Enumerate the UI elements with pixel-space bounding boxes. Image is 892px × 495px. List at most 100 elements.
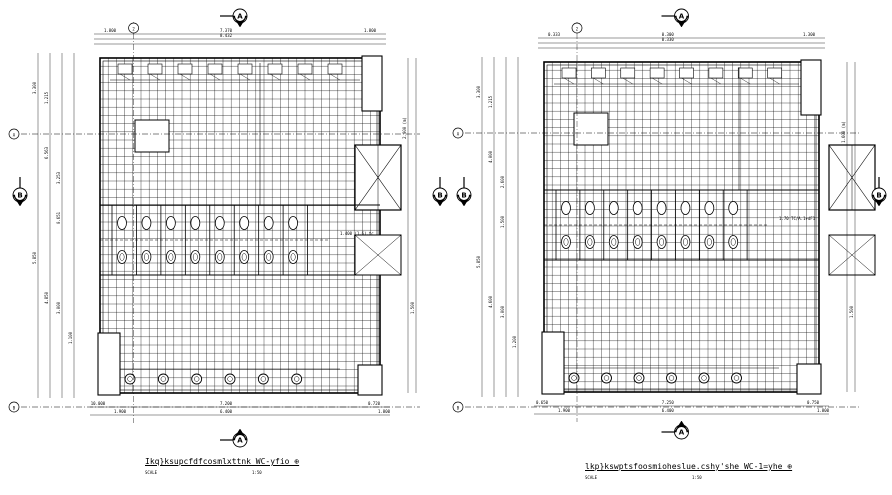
toilet-upper [141, 216, 152, 230]
toilet-upper [214, 216, 225, 230]
top-fixture [767, 67, 782, 79]
toilet-lower [656, 235, 667, 249]
left-dimension-label: 3.253 [56, 171, 61, 184]
top-fixture [117, 63, 133, 75]
grid-bubble-B [8, 401, 20, 413]
left-plan-caption: Ikq}ksupcfdfcosmlxttnk WC-yfio ⊕ [145, 457, 300, 466]
right-section-mark-left-face [459, 190, 469, 200]
left-section-mark-bottom-label: A [237, 437, 243, 445]
toilet-bowl [587, 238, 593, 246]
bottom-dimension-label: 7.200 [220, 401, 233, 406]
toilet-lower [608, 235, 619, 249]
left-dimension-label: 6.563 [44, 146, 49, 159]
bottom-dimension-label: 7.250 [662, 400, 675, 405]
right-section-mark-bottom-face [676, 427, 687, 437]
toilet-upper [704, 201, 715, 215]
floor-basin [731, 372, 742, 384]
toilet-bowl [730, 238, 736, 246]
shaft-cross [828, 234, 876, 276]
right-recess-top-right [800, 59, 822, 116]
top-fixture [237, 63, 253, 75]
left-section-mark-top-label: A [237, 13, 243, 21]
top-fixture [649, 67, 665, 79]
grid-label-A: A [13, 133, 16, 138]
top-fixture [591, 67, 606, 79]
top-dimension-label: 8.432 [220, 33, 233, 38]
top-fixture [327, 63, 343, 75]
toilet-upper [728, 201, 739, 215]
grid-bubble-2 [571, 22, 583, 34]
floor-basin [124, 373, 136, 385]
right-plan-scale-value: 1:50 [692, 475, 702, 480]
floor-basin-inner [160, 376, 166, 382]
toilet-bowl [143, 253, 149, 261]
right-recess-bottom-left [541, 331, 565, 395]
toilet-bowl [563, 238, 569, 246]
grid-label-B: B [13, 406, 16, 411]
right-section-mark-right-label: B [876, 192, 881, 200]
left-dimension-label: 4.600 [488, 295, 493, 308]
note-label: 2.000 (m) [402, 117, 407, 139]
grid-label-2: 2 [132, 27, 135, 32]
floor-basin [291, 373, 303, 385]
toilet-upper [117, 216, 127, 230]
bottom-dimension-label: 0.650 [536, 400, 549, 405]
fixture-link [652, 77, 663, 85]
toilet-upper [608, 201, 619, 215]
top-dimension-label: 1.800 [104, 28, 117, 33]
left-plan-scale-word: SCALE [145, 470, 158, 475]
left-section-mark-left-face [15, 190, 25, 200]
left-dimension-label: 1.500 [500, 215, 505, 228]
toilet-upper [263, 216, 274, 230]
left-dimension-label: 0.651 [56, 211, 61, 224]
grid-bubble-B [452, 401, 464, 413]
floor-basin-inner [701, 375, 707, 381]
grid-label-A: A [457, 132, 460, 137]
toilet-lower [704, 235, 715, 249]
toilet-upper [632, 201, 643, 215]
note-label: 1.600 (m) [841, 121, 846, 143]
fixture-link [740, 77, 751, 85]
fixture-link [149, 73, 161, 81]
top-dimension-label: 7.370 [220, 28, 233, 33]
top-fixture [297, 63, 313, 75]
left-section-mark-left-label: B [17, 192, 22, 200]
top-fixture [177, 63, 193, 75]
right-column [573, 112, 609, 146]
bottom-dimension-label: 1.900 [114, 409, 127, 414]
toilet-lower [288, 250, 299, 264]
floor-basin [191, 373, 203, 385]
floor-basin [224, 373, 236, 385]
left-outer-wall [99, 57, 381, 394]
floor-basin-inner [733, 375, 740, 381]
left-dimension-label: 1.215 [44, 91, 49, 104]
top-dimension-label: 1.800 [364, 28, 377, 33]
toilet-lower [584, 235, 595, 249]
fixture-link [681, 77, 692, 85]
floor-basin [633, 372, 645, 384]
right-section-mark-right-face [874, 190, 884, 200]
top-dimension-label: 1.300 [803, 32, 816, 37]
toilet-lower [141, 250, 152, 264]
toilet-lower [190, 250, 201, 264]
floor-basin [568, 372, 580, 384]
top-fixture [708, 67, 724, 79]
toilet-bowl [119, 253, 125, 261]
floor-basin [157, 373, 169, 385]
left-inner-wall [102, 60, 378, 391]
toilet-upper [190, 216, 201, 230]
toilet-bowl [192, 253, 198, 261]
left-dimension-label: 4.850 [44, 291, 49, 304]
left-recess-top-right [361, 55, 383, 112]
floor-basin [601, 372, 612, 384]
floor-basin-inner [260, 376, 266, 382]
left-section-mark-right-face [435, 190, 445, 200]
floor-basin-inner [571, 375, 577, 381]
left-column [134, 119, 170, 153]
toilet-upper [288, 216, 299, 230]
left-dimension-label: 3.300 [32, 81, 37, 94]
top-dimension-label: 0.330 [662, 37, 675, 42]
